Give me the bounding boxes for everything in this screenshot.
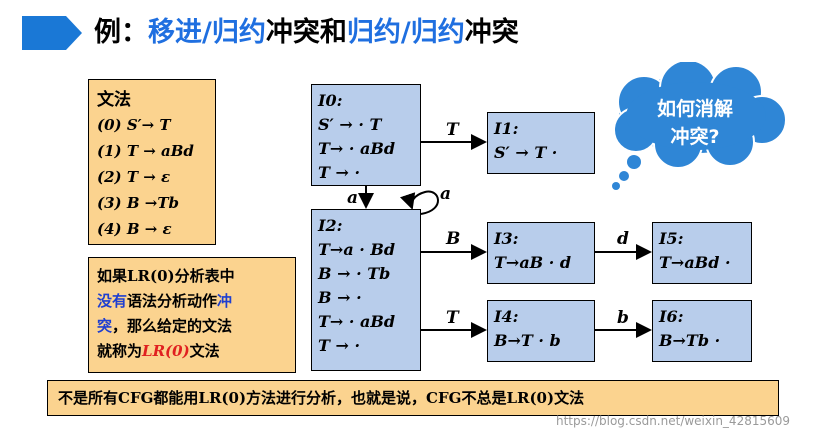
state-i1: I1: S′ → T · xyxy=(487,112,595,174)
title-part4: 冲突 xyxy=(464,17,519,48)
note-highlight: 冲 xyxy=(217,292,233,310)
state-name: I1: xyxy=(494,119,519,138)
state-name: I6: xyxy=(659,307,684,326)
grammar-rule: (0) S′→ T xyxy=(97,116,171,134)
note-text: ，那么给定的文法 xyxy=(112,317,233,335)
title-prefix: 例： xyxy=(94,17,148,48)
cloud-line: 冲突? xyxy=(670,126,720,148)
grammar-title: 文法 xyxy=(97,90,131,110)
edge-label: a xyxy=(347,188,359,208)
state-item: T→a · Bd xyxy=(318,240,396,259)
state-item: T → · xyxy=(318,336,361,355)
title-part2: 冲突和 xyxy=(265,17,347,48)
state-item: T→ · aBd xyxy=(318,312,396,331)
grammar-rule: (1) T → aBd xyxy=(97,142,194,160)
state-item: B→Tb · xyxy=(659,331,721,350)
grammar-rule: (4) B → ε xyxy=(97,220,172,238)
state-name: I5: xyxy=(659,229,684,248)
state-item: T→aB · d xyxy=(494,253,572,272)
state-item: S′ → · T xyxy=(318,115,382,134)
note-text: 就称为 xyxy=(97,342,143,360)
cloud-question: 如何消解 冲突? xyxy=(635,95,755,151)
state-name: I4: xyxy=(494,307,519,326)
note-red: LR(0) xyxy=(142,342,190,360)
bottom-remark: 不是所有CFG都能用LR(0)方法进行分析，也就是说，CFG不总是LR(0)文法 xyxy=(47,380,779,416)
note-highlight: 突 xyxy=(97,317,113,335)
state-name: I2: xyxy=(318,216,343,235)
note-line: 突，那么给定的文法 xyxy=(97,314,287,339)
state-item: T→ · aBd xyxy=(318,139,396,158)
note-line: 如果LR(0)分析表中 xyxy=(97,267,235,285)
edge-label: T xyxy=(446,308,459,328)
state-item: T → · xyxy=(318,163,361,182)
grammar-rule: (2) T → ε xyxy=(97,168,171,186)
state-item: B → · Tb xyxy=(318,264,391,283)
grammar-rule: (3) B →Tb xyxy=(97,194,179,212)
cloud-line: 如何消解 xyxy=(656,98,733,120)
state-i6: I6: B→Tb · xyxy=(652,300,752,362)
edge-label: b xyxy=(617,308,629,328)
edge-i2-loop xyxy=(399,190,439,215)
state-i2: I2: T→a · Bd B → · Tb B → · T→ · aBd T →… xyxy=(311,209,421,371)
state-i3: I3: T→aB · d xyxy=(487,222,595,284)
grammar-box: 文法 (0) S′→ T (1) T → aBd (2) T → ε (3) B… xyxy=(88,79,216,245)
title-part3: 归约/归约 xyxy=(346,17,465,48)
edge-label: d xyxy=(617,229,629,249)
note-line: 没有语法分析动作冲 xyxy=(97,289,287,314)
state-item: B→T · b xyxy=(494,331,561,350)
note-line: 就称为LR(0)文法 xyxy=(97,339,287,364)
watermark: https://blog.csdn.net/weixin_42815609 xyxy=(556,414,791,428)
state-i0: I0: S′ → · T T→ · aBd T → · xyxy=(311,84,421,186)
state-i4: I4: B→T · b xyxy=(487,300,595,362)
note-highlight: 没有 xyxy=(97,292,128,310)
page-title: 例：移进/归约冲突和归约/归约冲突 xyxy=(94,14,519,52)
state-item: B → · xyxy=(318,288,362,307)
note-text: 语法分析动作 xyxy=(127,292,218,310)
note-text: 文法 xyxy=(189,342,220,360)
header-arrow-icon xyxy=(22,16,82,50)
definition-note: 如果LR(0)分析表中 没有语法分析动作冲 突，那么给定的文法 就称为LR(0)… xyxy=(88,257,296,373)
edge-label: B xyxy=(446,229,461,249)
state-i5: I5: T→aBd · xyxy=(652,222,752,284)
state-item: S′ → T · xyxy=(494,143,558,162)
edge-label: a xyxy=(440,184,452,204)
edge-label: T xyxy=(446,120,459,140)
title-part1: 移进/归约 xyxy=(148,17,266,48)
state-item: T→aBd · xyxy=(659,253,731,272)
state-name: I0: xyxy=(318,91,343,110)
thought-cloud-icon xyxy=(612,62,787,190)
state-name: I3: xyxy=(494,229,519,248)
